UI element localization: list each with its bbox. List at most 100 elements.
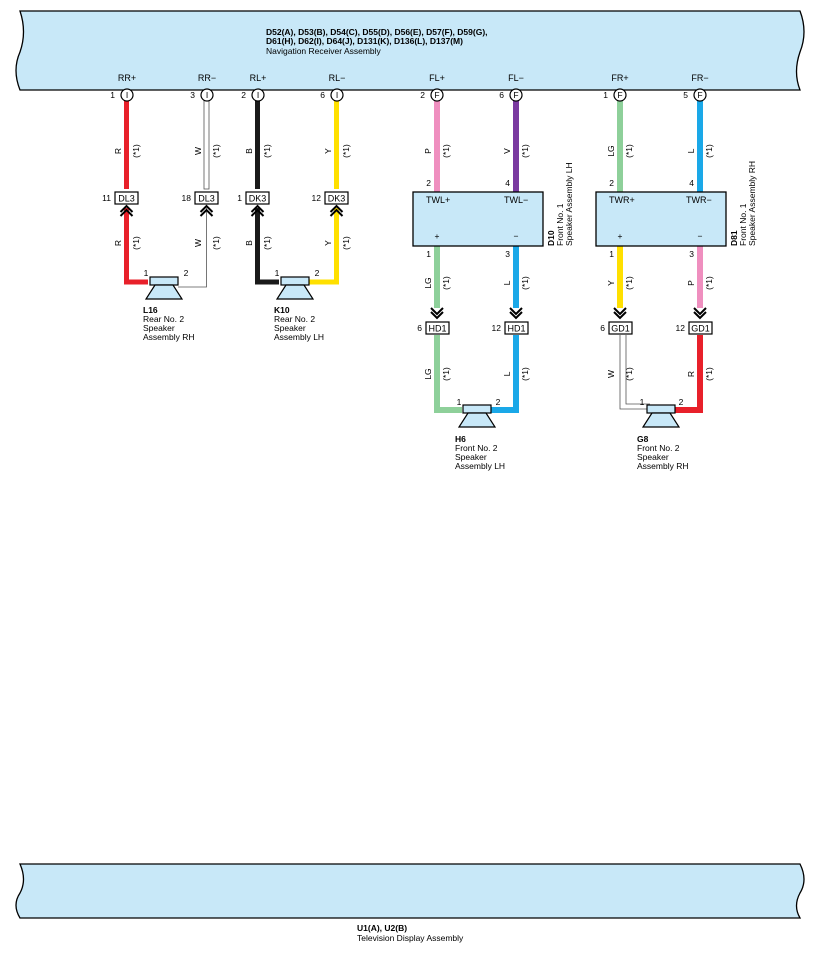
speaker-pin: 2 [184,268,189,278]
connector-dk3-1: 1 DK3 [237,191,270,217]
speaker-k10: 1 2 K10 Rear No. 2 Speaker Assembly LH [274,268,324,342]
wire-note: (*1) [704,276,714,290]
wire-color-code: Y [323,240,333,246]
wire-fl-minus [513,100,519,192]
connector-pin: 12 [676,323,686,333]
terminal-label: FR− [691,73,708,83]
wire-note: (*1) [624,276,634,290]
tweeter-sign: + [435,231,440,241]
receiver-name: Navigation Receiver Assembly [266,46,382,56]
tweeter-terminal-label: TWL− [504,195,528,205]
pin-number: 1 [110,90,115,100]
wire-note: (*1) [211,144,221,158]
wire-g8-minus [674,246,703,413]
speaker-desc: Speaker [455,452,487,462]
tweeter-bottom-pin: 1 [426,249,431,259]
connector-hd1-12: 12 HD1 [492,307,529,335]
wire-color-code: LG [423,277,433,288]
connector-name: HD1 [428,324,446,334]
wire-color-code: W [193,239,203,247]
wire-g8-plus [617,246,650,410]
tweeter-d81: 2 4 TWR+ TWR− + − 1 3 D81 Front No. 1 Sp… [595,161,757,259]
wire-color-code: LG [606,145,616,156]
wire-color-code: Y [606,280,616,286]
tweeter-sign: − [514,231,519,241]
tweeter-desc: Front No. 1 [555,203,565,246]
pin-fl-plus: F 2 [420,88,444,102]
speaker-desc: Rear No. 2 [143,314,184,324]
pin-rr-plus: I 1 [110,88,134,102]
navigation-receiver-panel: D52(A), D53(B), D54(C), D55(D), D56(E), … [15,10,805,91]
tweeter-terminal-label: TWR+ [609,195,635,205]
wire-color-code: Y [323,148,333,154]
wire-color-code: B [244,240,254,246]
wire-color-code: V [502,148,512,154]
speaker-id: L16 [143,305,158,315]
speaker-icon [275,276,315,300]
terminal-label: RR− [198,73,216,83]
tweeter-desc: Front No. 1 [738,203,748,246]
tweeter-id: D81 [729,230,739,246]
pin-connector: F [617,90,622,100]
connector-name: DK3 [249,194,267,204]
connector-pin: 12 [312,193,322,203]
speaker-desc: Speaker [274,323,306,333]
wire-color-code: L [502,371,512,376]
connector-pin: 18 [182,193,192,203]
tweeter-top-pin: 2 [609,178,614,188]
connector-name: DL3 [118,194,135,204]
wire-fl-plus [434,100,440,192]
tweeter-d10: 2 4 TWL+ TWL− + − 1 3 D10 Front No. 1 Sp… [412,162,574,259]
wire-color-code: R [113,148,123,154]
pin-connector: F [434,90,439,100]
tweeter-desc: Speaker Assembly RH [747,161,757,246]
wire-color-code: P [423,148,433,154]
connector-pin: 12 [492,323,502,333]
pin-rl-plus: I 2 [241,88,265,102]
speaker-desc: Assembly LH [274,332,324,342]
tweeter-top-pin: 2 [426,178,431,188]
receiver-pins: I 1 I 3 I 2 I 6 F 2 F 6 F [110,88,707,102]
connector-hd1-6: 6 HD1 [417,307,450,335]
pin-connector: F [697,90,702,100]
tweeter-bottom-pin: 3 [689,249,694,259]
wire-note: (*1) [520,144,530,158]
tweeter-desc: Speaker Assembly LH [564,162,574,246]
speaker-pin: 1 [144,268,149,278]
terminal-label: FL− [508,73,524,83]
pin-rl-minus: I 6 [320,88,344,102]
connector-dl3-11: 11 DL3 [102,191,139,217]
wire-note: (*1) [341,236,351,250]
receiver-codes-line1: D52(A), D53(B), D54(C), D55(D), D56(E), … [266,27,488,37]
speaker-g8: 1 2 G8 Front No. 2 Speaker Assembly RH [637,397,688,471]
terminal-label: RR+ [118,73,136,83]
receiver-terminals: RR+ RR− RL+ RL− FL+ FL− FR+ FR− [118,73,709,83]
wire-note: (*1) [441,276,451,290]
speaker-desc: Assembly RH [143,332,194,342]
tweeter-id: D10 [546,230,556,246]
wire-note: (*1) [520,367,530,381]
display-codes: U1(A), U2(B) [357,923,407,933]
wire-color-code: W [606,370,616,378]
tweeter-bottom-pin: 1 [609,249,614,259]
pin-connector: F [513,90,518,100]
speaker-desc: Front No. 2 [455,443,498,453]
wire-rl-plus [255,100,279,285]
pin-number: 1 [603,90,608,100]
wire-note: (*1) [341,144,351,158]
speaker-desc: Assembly RH [637,461,688,471]
speaker-icon [144,276,184,300]
terminal-label: RL− [329,73,346,83]
tweeter-sign: − [698,231,703,241]
connector-dl3-18: 18 DL3 [182,191,219,217]
wire-h6-minus [490,246,519,413]
wire-labels: R (*1) W (*1) B (*1) Y (*1) P (*1) V (*1… [113,144,714,381]
speaker-pin: 2 [679,397,684,407]
wire-rr-plus [124,100,148,285]
terminal-label: RL+ [250,73,267,83]
wire-color-code: L [502,280,512,285]
display-name: Television Display Assembly [357,933,464,943]
connector-pin: 6 [417,323,422,333]
tweeter-terminal-label: TWR− [686,195,712,205]
receiver-codes-line2: D61(H), D62(I), D64(J), D131(K), D136(L)… [266,36,463,46]
